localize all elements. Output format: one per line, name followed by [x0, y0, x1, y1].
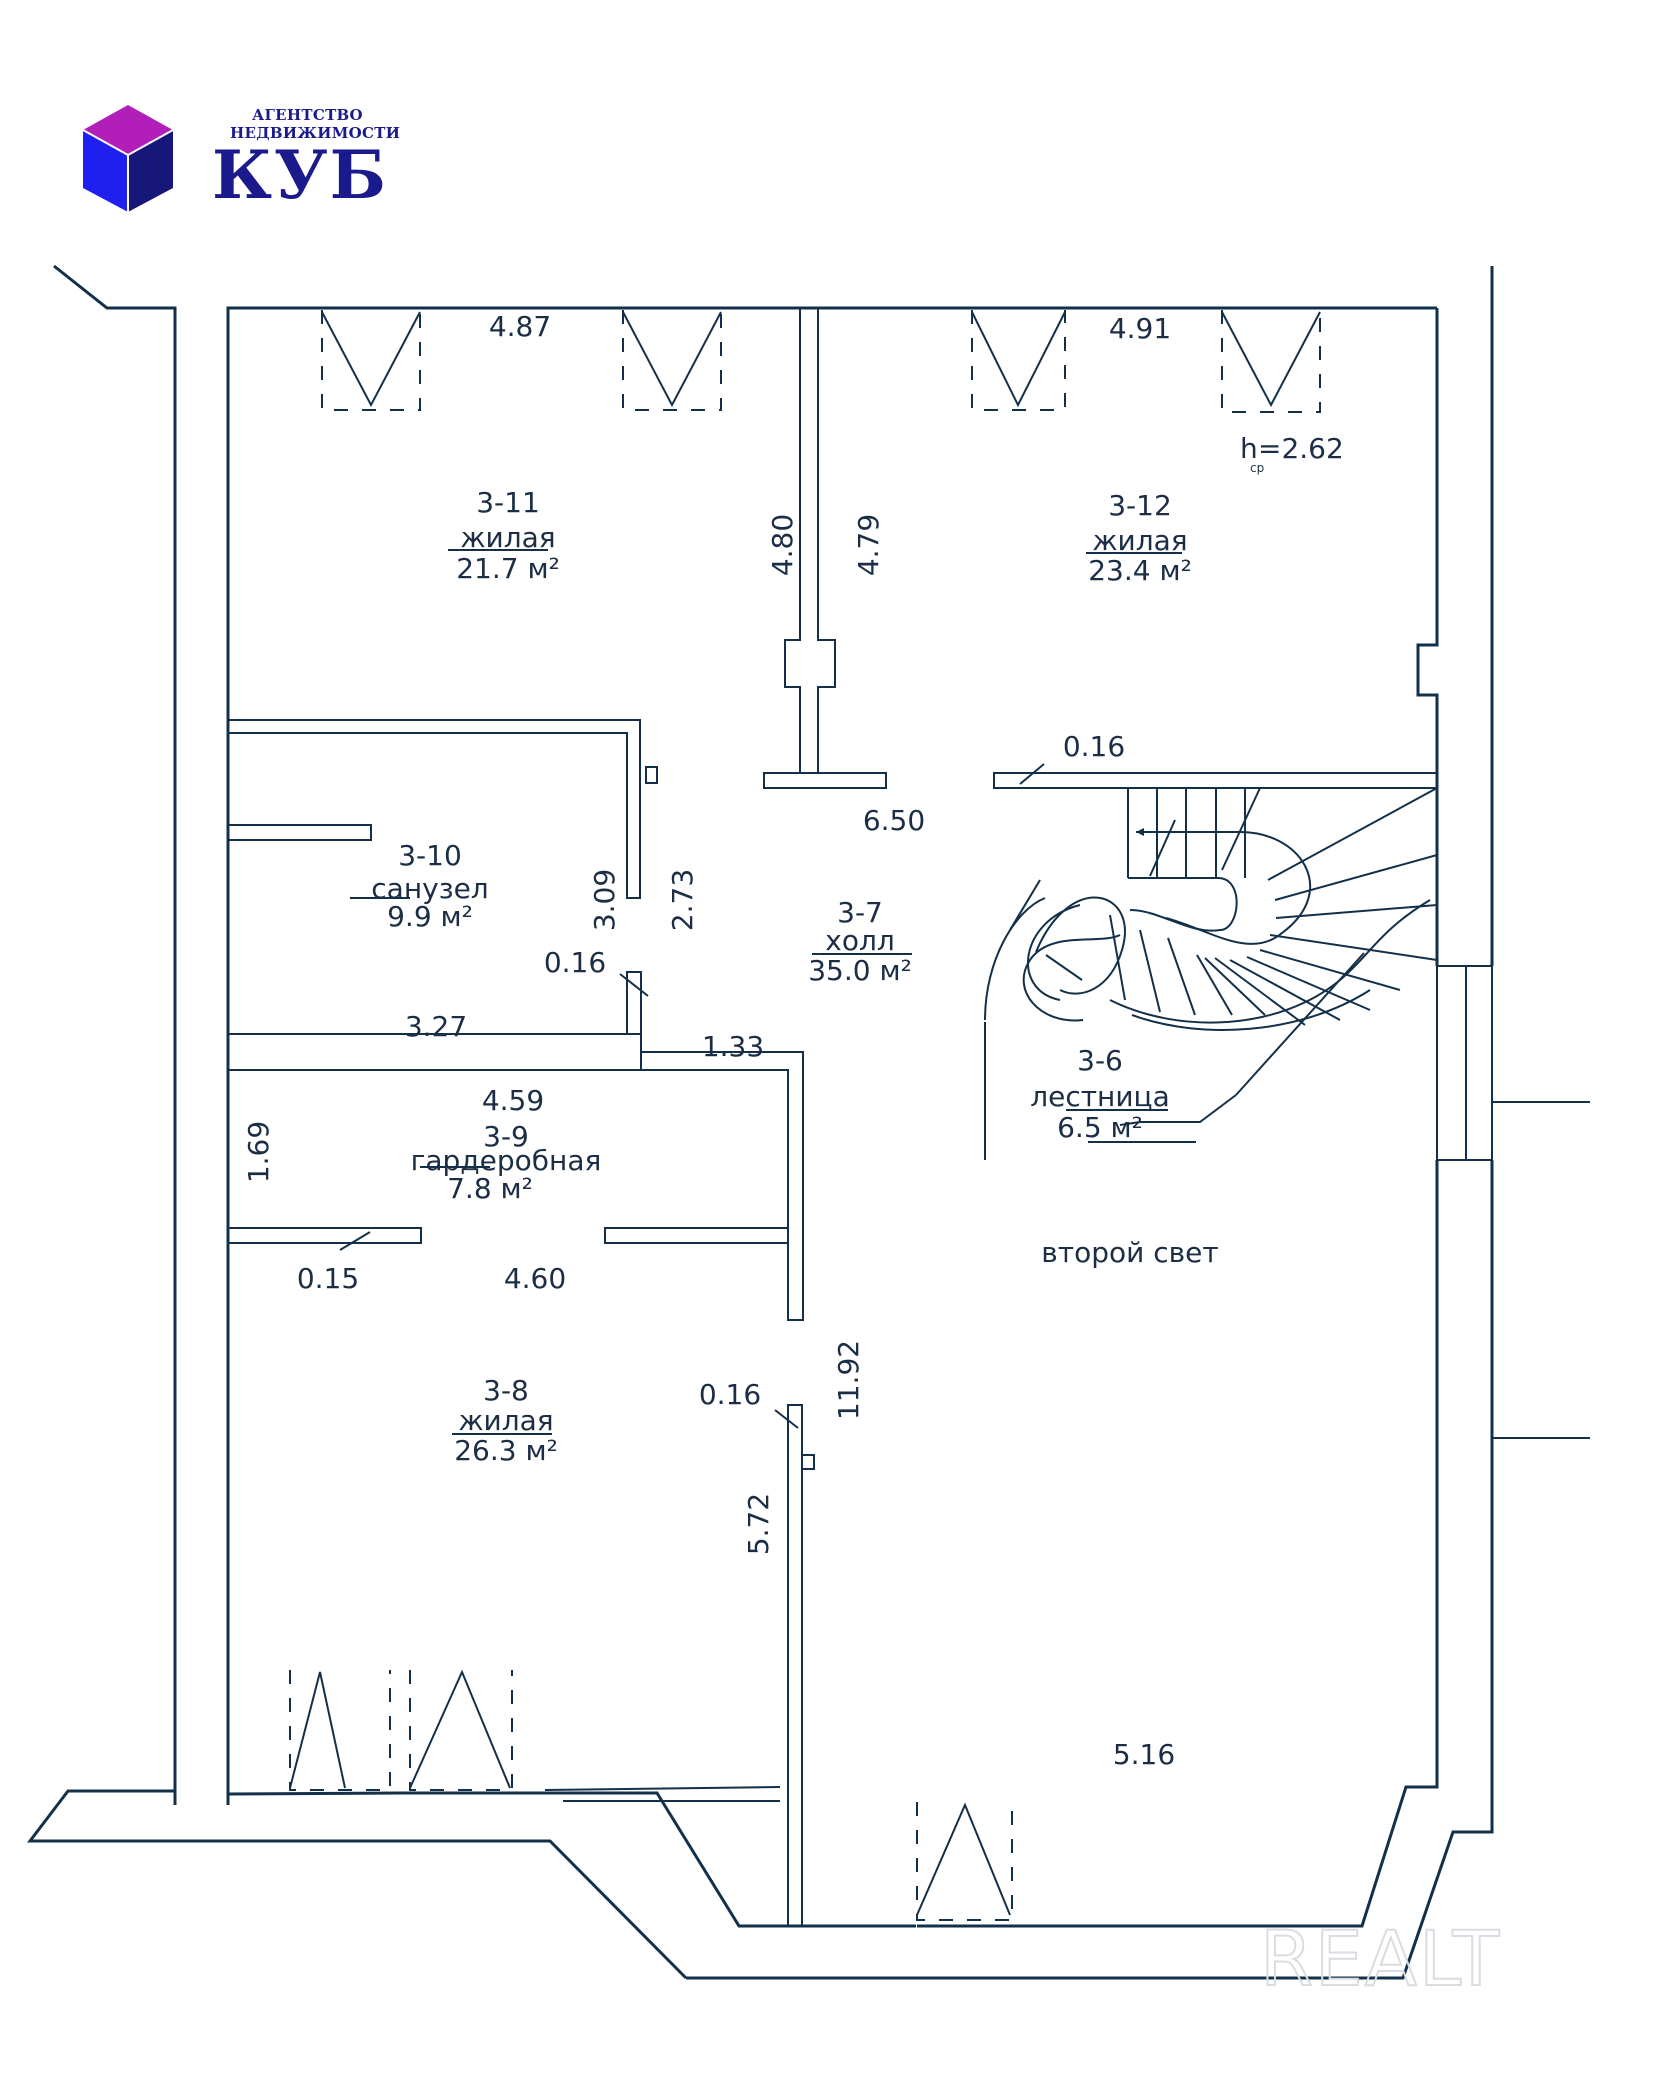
- dimension-label: 0.15: [297, 1262, 359, 1295]
- room-type: жилая: [1092, 524, 1187, 557]
- bay-inner-line-1: [544, 1786, 781, 1791]
- skylight-7: [916, 1802, 1013, 1921]
- room-area: 35.0 м²: [808, 954, 912, 987]
- room-area: 23.4 м²: [1088, 554, 1192, 587]
- dimension-label: 4.60: [504, 1262, 566, 1295]
- room-3-7-label: 3-7 холл 35.0 м²: [808, 896, 912, 987]
- dimension-label: 4.91: [1109, 312, 1171, 345]
- outer-wall-right-lower-outer: [686, 1160, 1494, 1980]
- dimension-label: 0.16: [1063, 730, 1125, 763]
- dimension-label: 4.80: [766, 514, 799, 576]
- dimension-label: 3.09: [588, 869, 621, 931]
- wardrobe-walls: [227, 1034, 804, 1321]
- skylight-1: [321, 310, 421, 411]
- bay-wall-outer: [26, 1789, 688, 1980]
- room-area: 7.8 м²: [447, 1172, 533, 1205]
- skylight-6: [409, 1669, 513, 1791]
- room-id: 3-10: [398, 839, 462, 872]
- height-subscript: ср: [1250, 461, 1264, 475]
- outer-wall-top-right: [1416, 308, 1439, 966]
- dimension-label: 1.33: [702, 1030, 764, 1063]
- leader-tick-4: [774, 1409, 799, 1429]
- leader-tick-3: [339, 1231, 371, 1251]
- room-3-8-label: 3-8 жилая 26.3 м²: [452, 1374, 558, 1467]
- dimension-label: 11.92: [832, 1340, 865, 1420]
- leader-tick-1: [1019, 763, 1045, 785]
- partition-nub: [801, 1454, 815, 1470]
- room-id: 3-11: [476, 486, 540, 519]
- room-type: жилая: [458, 1404, 553, 1437]
- outer-wall-left-outer: [53, 264, 177, 1805]
- room-id: 3-8: [483, 1374, 529, 1407]
- dimension-label: 0.16: [544, 946, 606, 979]
- room-id: 3-9: [483, 1120, 529, 1153]
- ceiling-height-note: h ср =2.62: [1240, 432, 1344, 475]
- height-value: =2.62: [1258, 432, 1344, 465]
- room-type: жилая: [460, 521, 555, 554]
- dimension-label: 4.59: [482, 1084, 544, 1117]
- dimension-label: 3.27: [405, 1010, 467, 1043]
- dimension-label: 5.16: [1113, 1738, 1175, 1771]
- agency-logo: [80, 100, 420, 220]
- second-light-curve: [984, 897, 1046, 1021]
- skylight-3: [971, 310, 1066, 411]
- dimension-label: 4.79: [852, 514, 885, 576]
- logo-brand: КУБ: [212, 136, 388, 214]
- room-type: санузел: [371, 872, 488, 905]
- partition-lower: [787, 1404, 803, 1927]
- room-3-9-label: 3-9 гардеробная 7.8 м²: [411, 1120, 602, 1205]
- dimension-label: 2.73: [666, 869, 699, 931]
- dimension-label: 6.50: [863, 804, 925, 837]
- room-id: 3-12: [1108, 489, 1172, 522]
- outer-wall-right-lower: [917, 1160, 1439, 1928]
- window-right: [1436, 965, 1590, 1439]
- partition-center: [763, 308, 887, 789]
- bay-wall-inner: [227, 1791, 916, 1928]
- dimension-label: 5.72: [742, 1493, 775, 1555]
- room-area: 6.5 м²: [1057, 1111, 1143, 1144]
- room-id: 3-7: [837, 896, 883, 929]
- room-3-12-label: 3-12 жилая 23.4 м²: [1086, 489, 1192, 587]
- skylight-4: [1221, 310, 1321, 413]
- room-type: гардеробная: [411, 1144, 602, 1177]
- room-3-11-label: 3-11 жилая 21.7 м²: [448, 486, 560, 585]
- logo-line1: АГЕНТСТВО: [252, 106, 363, 124]
- room-area: 9.9 м²: [387, 900, 473, 933]
- dimension-label: 1.69: [242, 1121, 275, 1183]
- room-type: лестница: [1030, 1080, 1170, 1113]
- room-area: 21.7 м²: [456, 552, 560, 585]
- watermark: REALT: [1260, 1914, 1501, 2003]
- bathroom-walls: [227, 719, 658, 1035]
- room-3-6-label: 3-6 лестница 6.5 м²: [1030, 1044, 1170, 1144]
- room-area: 26.3 м²: [454, 1434, 558, 1467]
- dimension-label: 4.87: [489, 310, 551, 343]
- room-3-10-label: 3-10 санузел 9.9 м²: [350, 839, 489, 933]
- cube-icon: [82, 105, 174, 212]
- dimension-label: 0.16: [699, 1378, 761, 1411]
- outer-wall-left-inner: [226, 306, 1437, 1805]
- second-light-label: второй свет: [1041, 1236, 1218, 1269]
- logo-line2: НЕДВИЖИМОСТИ: [230, 124, 401, 142]
- room-type: холл: [825, 924, 895, 957]
- partition-stair-top: [993, 772, 1438, 789]
- leader-tick-2: [619, 973, 649, 997]
- skylight-2: [622, 310, 722, 411]
- room-id: 3-6: [1077, 1044, 1123, 1077]
- skylight-5: [289, 1670, 391, 1791]
- staircase: [1009, 787, 1438, 1126]
- height-prefix: h: [1240, 432, 1258, 465]
